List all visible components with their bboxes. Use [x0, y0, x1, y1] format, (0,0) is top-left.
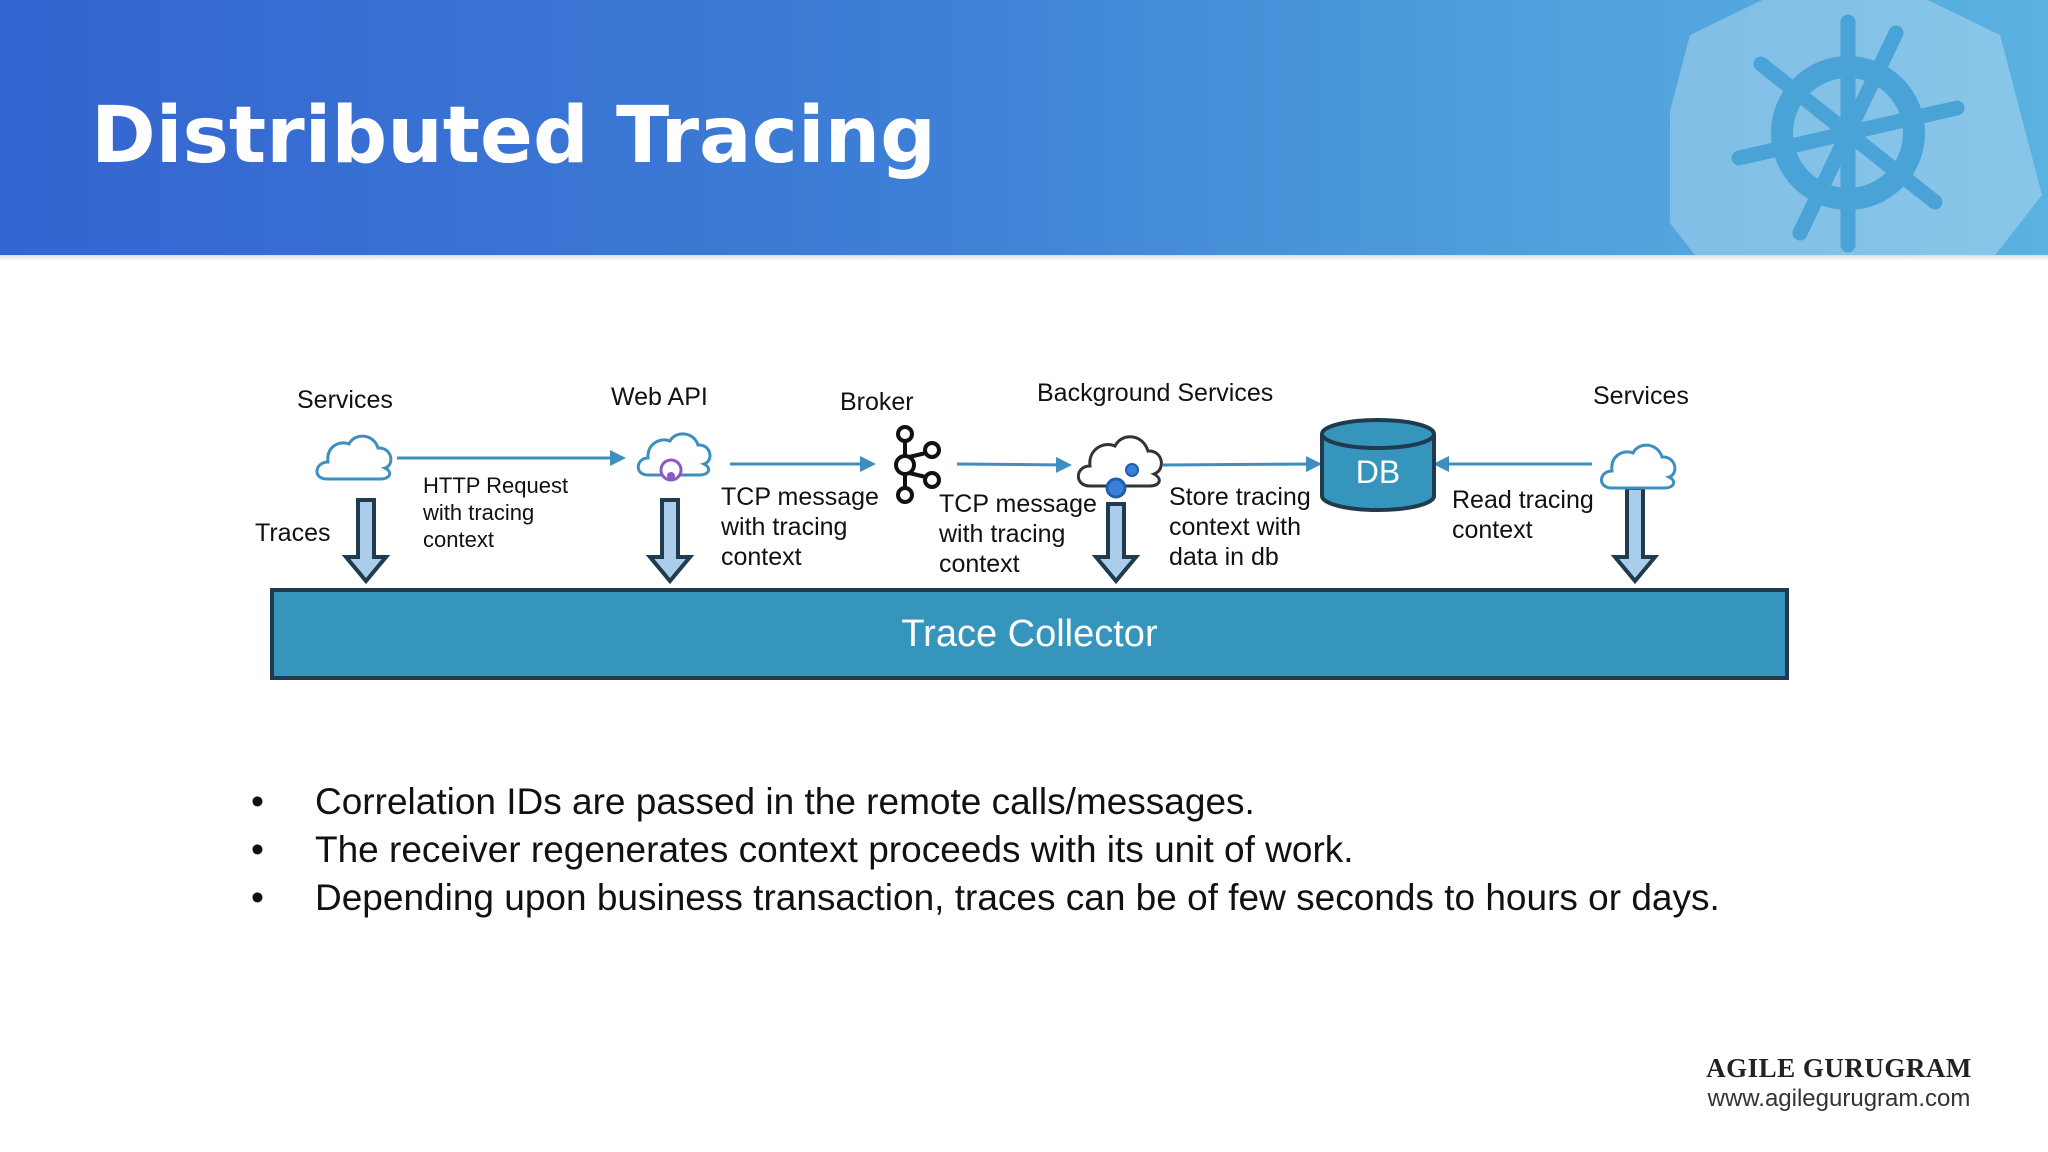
- bullet-list: •Correlation IDs are passed in the remot…: [248, 778, 1720, 922]
- edge-label-store-tracing: Store tracing context with data in db: [1169, 483, 1311, 571]
- bullet-dot: •: [251, 781, 264, 822]
- cloud-icon-background-services: [1076, 435, 1163, 499]
- trace-collector-box: Trace Collector: [270, 588, 1789, 680]
- edge-label-tcp-message-2: TCP message with tracing context: [939, 490, 1097, 578]
- bullet-dot: •: [251, 829, 264, 870]
- bullet-item: •Correlation IDs are passed in the remot…: [248, 778, 1720, 826]
- edge-label-tcp-message-1: TCP message with tracing context: [721, 483, 879, 571]
- trace-collector-label: Trace Collector: [901, 612, 1158, 655]
- db-label: DB: [1356, 454, 1400, 490]
- arrow-background-to-db: [1162, 456, 1322, 473]
- node-label-web-api: Web API: [611, 383, 708, 411]
- kafka-broker-icon: [894, 425, 941, 504]
- bullet-dot: •: [251, 877, 264, 918]
- edge-label-http-request: HTTP Request with tracing context: [423, 473, 569, 552]
- arrow-traces-services-right: [1610, 486, 1660, 585]
- arrow-traces-webapi: [645, 498, 695, 585]
- node-label-background-services: Background Services: [1037, 379, 1274, 407]
- slide-title: Distributed Tracing: [91, 91, 937, 181]
- bullet-item: •The receiver regenerates context procee…: [248, 826, 1720, 874]
- db-cylinder-icon: DB: [1320, 418, 1436, 512]
- logo-url: www.agilegurugram.com: [1707, 1085, 1971, 1112]
- node-label-services-right: Services: [1593, 382, 1689, 410]
- arrow-traces-services-left: [341, 498, 391, 585]
- arrow-broker-to-background: [956, 456, 1072, 473]
- agile-gurugram-logo: AGILE GURUGRAM www.agilegurugram.com: [1694, 1052, 1984, 1114]
- cloud-icon-webapi: [636, 432, 712, 482]
- header-shadow: [0, 255, 2048, 261]
- edge-label-read-tracing: Read tracing context: [1452, 486, 1594, 544]
- node-label-broker: Broker: [840, 388, 914, 416]
- edge-label-traces: Traces: [255, 519, 331, 547]
- node-label-services-left: Services: [297, 386, 393, 414]
- cloud-icon-services-right: [1600, 443, 1677, 490]
- logo-name: AGILE GURUGRAM: [1706, 1053, 1972, 1083]
- arrow-traces-background: [1091, 502, 1141, 585]
- bullet-item: •Depending upon business transaction, tr…: [248, 874, 1720, 922]
- kubernetes-helm-icon: [1670, 0, 2042, 255]
- slide-header: [0, 0, 2048, 255]
- cloud-icon-services-left: [315, 434, 393, 481]
